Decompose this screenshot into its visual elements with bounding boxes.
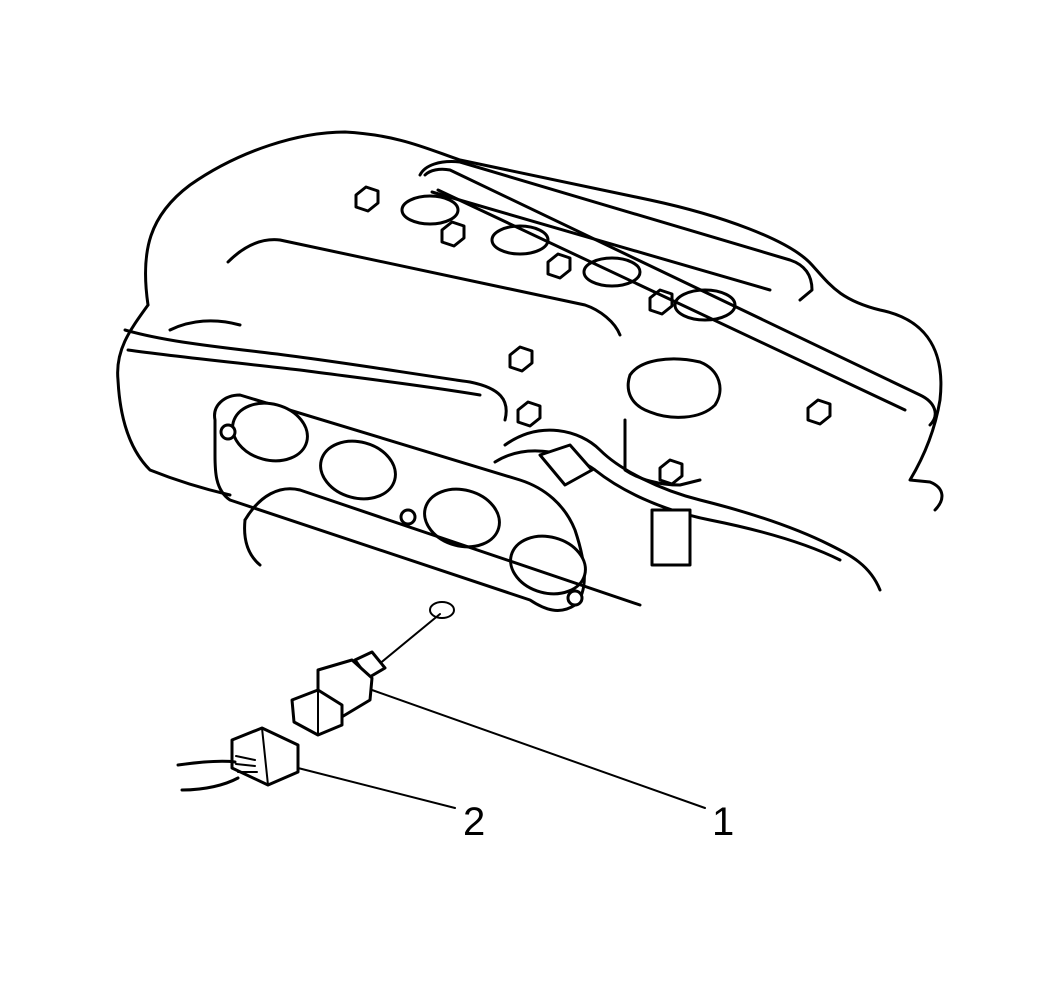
harness-bracket <box>650 508 692 567</box>
harness-connector <box>538 443 594 487</box>
connector-wire-strands <box>235 755 258 773</box>
installation-line <box>377 613 441 666</box>
manifold-stud-hole <box>566 589 584 607</box>
sensor-electrical-connector <box>176 726 300 792</box>
leader-line-2 <box>297 767 456 809</box>
coil-boot-2 <box>490 224 550 256</box>
engine-lower-left-edge <box>116 303 232 497</box>
head-bolts <box>354 185 832 486</box>
block-lower-edge <box>243 487 642 607</box>
connector-wires <box>176 759 240 792</box>
bolt-icon <box>806 398 832 426</box>
exhaust-manifold <box>213 393 642 612</box>
intake-body <box>623 418 702 487</box>
wiring-harness-front <box>123 328 508 422</box>
intake-block <box>626 357 722 419</box>
block-left-edge <box>243 518 262 567</box>
coil-boot-1 <box>400 194 460 226</box>
bolt-icon <box>354 185 380 213</box>
sensor-mounting-hole <box>429 601 455 619</box>
manifold-stud-hole <box>219 423 237 441</box>
engine-assembly <box>116 130 944 592</box>
bolt-icon <box>516 400 542 428</box>
wiring-harness-lower <box>503 428 882 592</box>
manifold-stud-hole <box>399 508 417 526</box>
wiring-harness-upper <box>423 167 937 427</box>
callout-2: 2 <box>463 800 485 844</box>
connector-edge <box>261 727 269 786</box>
bolt-icon <box>508 345 534 373</box>
bolt-icon <box>658 458 684 486</box>
valve-cover-ridge <box>418 160 814 302</box>
timing-cover-line <box>226 238 622 337</box>
manifold-port-2 <box>319 439 397 501</box>
manifold-port-3 <box>423 487 501 549</box>
engine-head-outline <box>144 130 944 512</box>
timing-cover-line-2 <box>168 319 242 332</box>
manifold-port-1 <box>231 401 309 463</box>
wiring-harness-upper-2 <box>436 188 907 412</box>
callout-1: 1 <box>712 800 734 844</box>
leader-line-1 <box>371 689 706 809</box>
wiring-harness-front-2 <box>126 348 482 397</box>
bolt-icon <box>546 252 572 280</box>
bolt-icon <box>440 220 466 248</box>
oil-pressure-sensor <box>290 650 387 737</box>
